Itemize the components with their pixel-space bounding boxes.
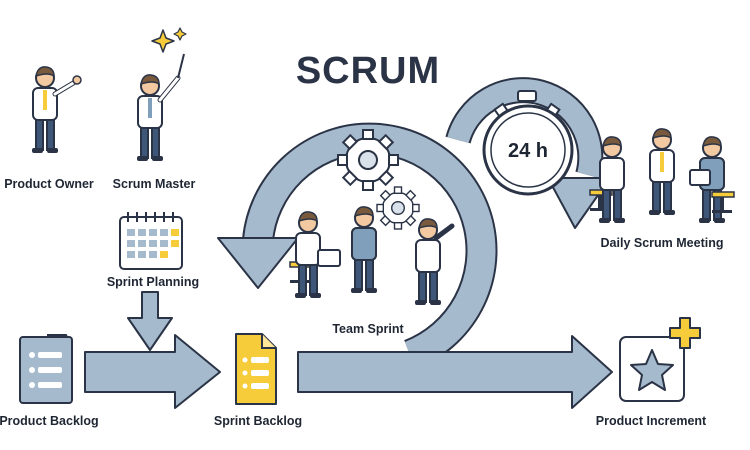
label-team-sprint: Team Sprint (332, 322, 404, 336)
gear-small-icon (376, 186, 420, 230)
calendar-icon (119, 212, 183, 270)
product-increment-icon (619, 317, 701, 402)
sparkle-icon (151, 27, 187, 53)
sprint-cycle-arrowhead (217, 237, 299, 289)
arrow-backlog-to-sprint (84, 334, 221, 409)
arrow-planning-down (127, 291, 173, 351)
product-backlog-folder-icon (19, 334, 73, 404)
product-owner-figure (31, 65, 82, 154)
sprint-backlog-document-icon (235, 333, 277, 405)
gear-icon (337, 129, 399, 191)
label-daily-scrum-meeting: Daily Scrum Meeting (600, 236, 724, 250)
label-product-increment: Product Increment (595, 414, 707, 428)
label-scrum-master: Scrum Master (112, 177, 196, 191)
stopwatch-label: 24 h (507, 140, 549, 162)
label-product-backlog: Product Backlog (0, 414, 99, 428)
arrow-sprint-to-increment (297, 335, 613, 409)
daily-scrum-meeting-group (589, 127, 735, 224)
label-sprint-backlog: Sprint Backlog (213, 414, 303, 428)
label-product-owner: Product Owner (4, 177, 94, 191)
stopwatch-icon (482, 90, 574, 196)
label-sprint-planning: Sprint Planning (106, 275, 200, 289)
team-sprint-group (289, 205, 455, 306)
diagram-title: SCRUM (295, 50, 441, 92)
scrum-master-figure (136, 53, 185, 162)
